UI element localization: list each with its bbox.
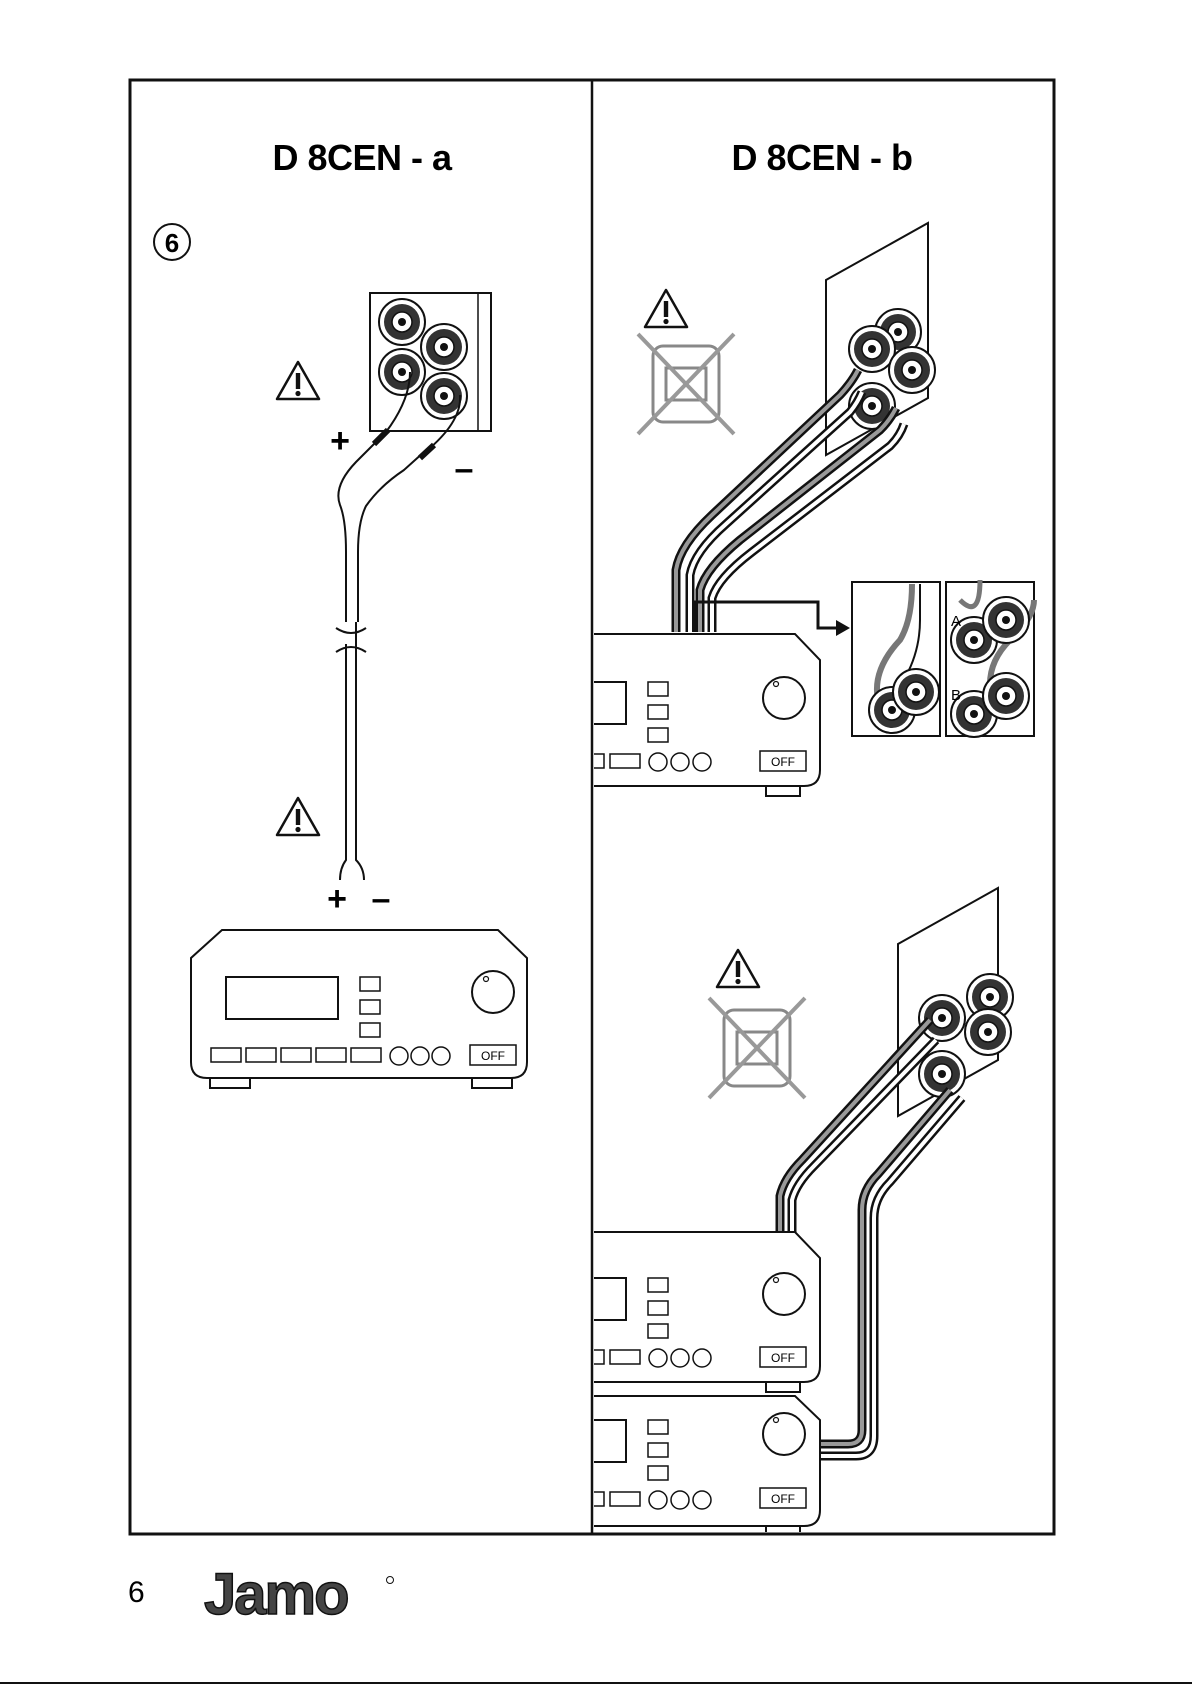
- polarity-minus-bottom: –: [372, 880, 391, 918]
- jamo-logo: Jamo: [204, 1562, 394, 1627]
- step-number: 6: [165, 228, 179, 258]
- cable-forks: [340, 850, 364, 880]
- off-button-label: OFF: [771, 1351, 795, 1365]
- crossed-bridge-icon: [709, 998, 805, 1098]
- speaker-terminal-plate: [898, 888, 1013, 1116]
- page-number: 6: [128, 1576, 145, 1609]
- off-button-label: OFF: [771, 755, 795, 769]
- step-number-badge: 6: [154, 224, 190, 260]
- warning-icon: [277, 798, 319, 835]
- polarity-plus-bottom: +: [327, 880, 347, 918]
- amplifier: OFF: [560, 1396, 820, 1534]
- polarity-minus-top: –: [455, 450, 474, 488]
- warning-icon: [645, 290, 687, 327]
- terminal-label-a: A: [951, 613, 961, 630]
- amplifier: OFF: [560, 1232, 820, 1392]
- detail-arrow: [696, 602, 836, 632]
- speaker-terminal-plate: [370, 293, 491, 431]
- warning-icon: [717, 950, 759, 987]
- cable-tips: [374, 430, 434, 458]
- logo-text: Jamo: [204, 1562, 348, 1627]
- off-button-label: OFF: [481, 1049, 505, 1063]
- amplifier: OFF: [191, 930, 527, 1088]
- crossed-bridge-icon: [638, 334, 734, 434]
- amplifier: OFF: [560, 634, 820, 796]
- terminal-label-b: B: [951, 687, 961, 704]
- warning-icon: [277, 362, 319, 399]
- panel-a-title: D 8CEN - a: [272, 137, 453, 178]
- speaker-cable: [336, 440, 424, 850]
- detail-box-a: [852, 582, 940, 736]
- panel-b-title: D 8CEN - b: [731, 137, 912, 178]
- detail-box-b: A B: [946, 580, 1034, 737]
- polarity-plus-top: +: [330, 422, 350, 460]
- off-button-label: OFF: [771, 1492, 795, 1506]
